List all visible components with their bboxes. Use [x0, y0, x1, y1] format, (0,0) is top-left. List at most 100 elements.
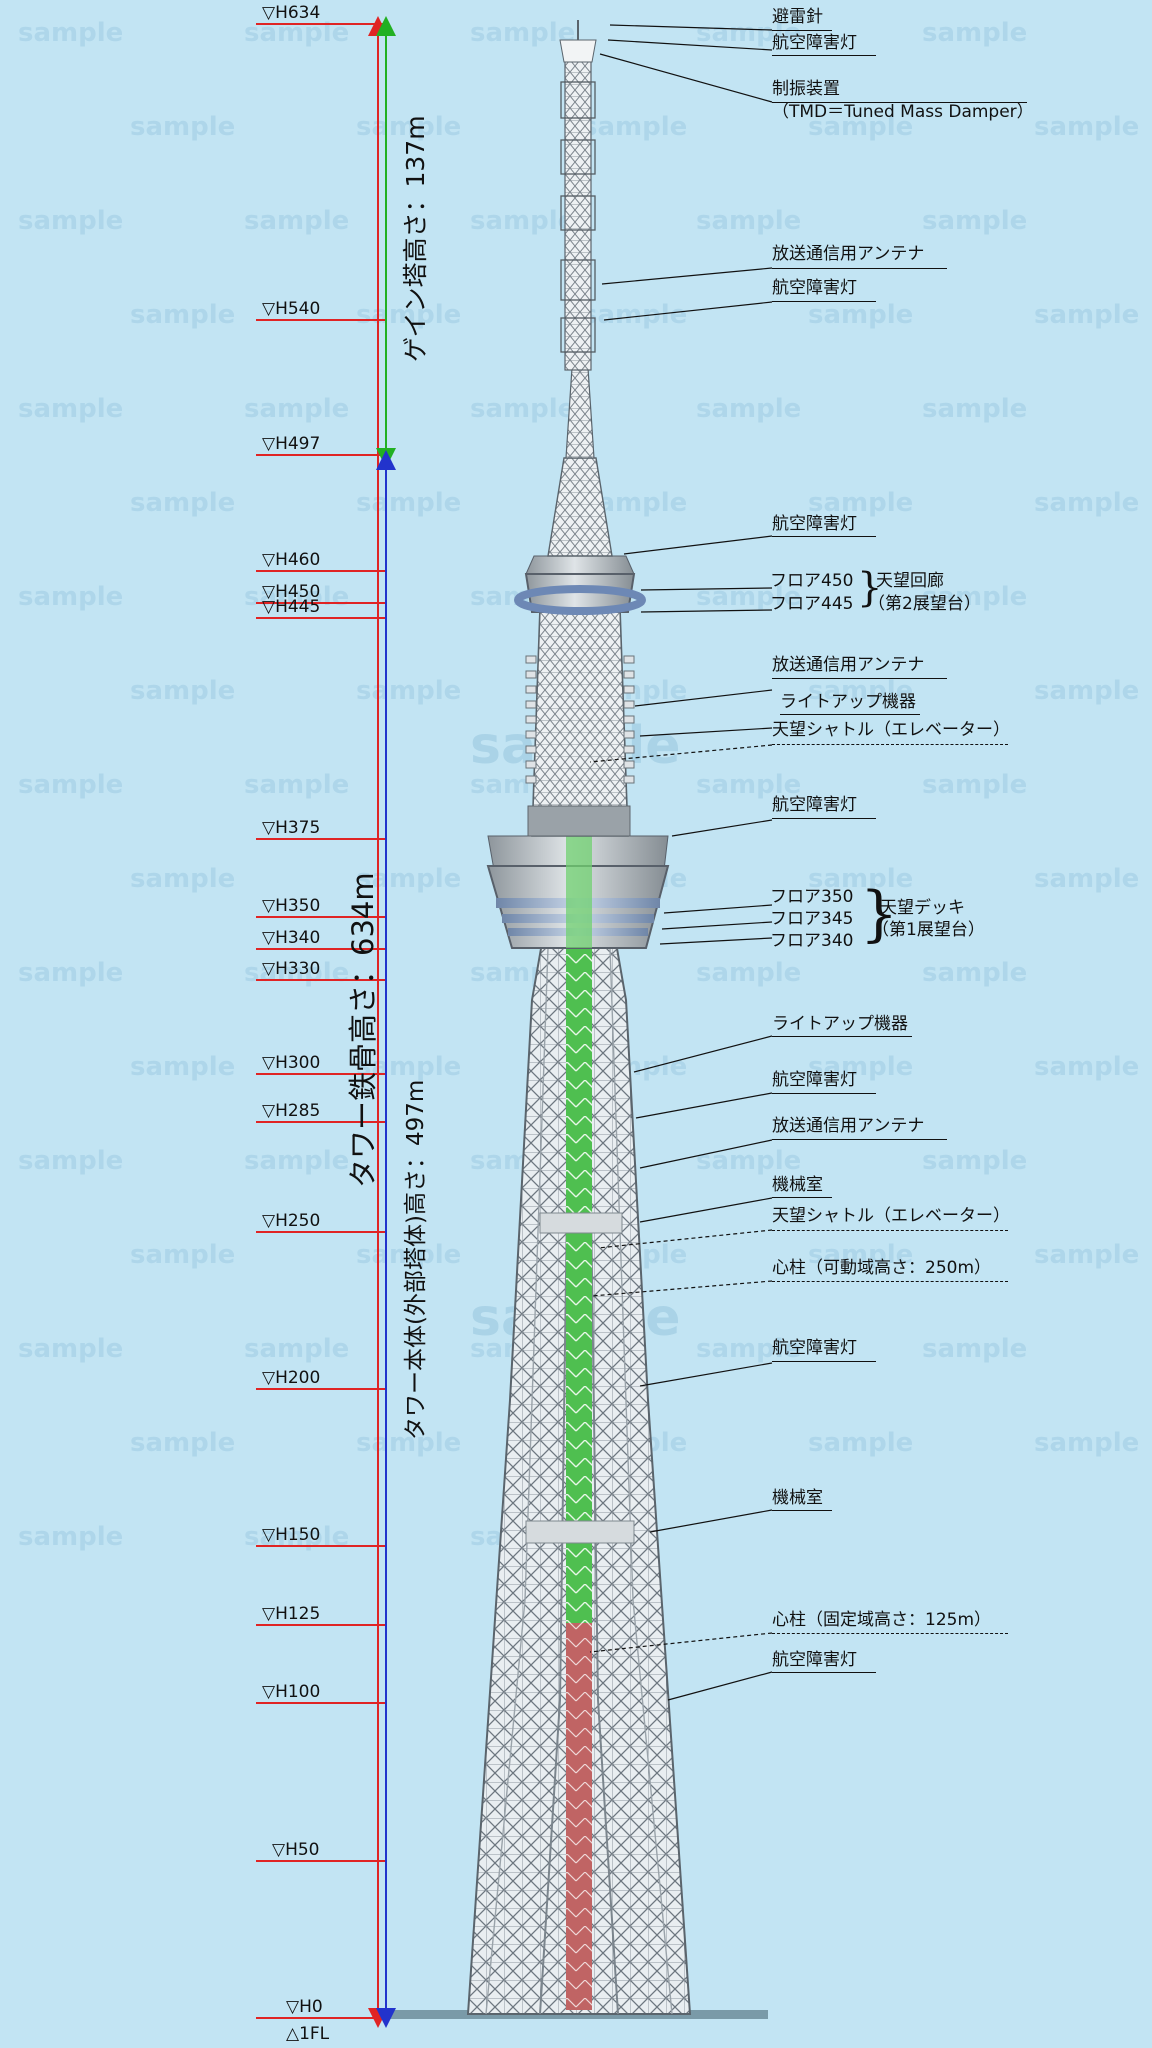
level-label: ▽H150: [262, 1525, 321, 1546]
callout-tembo-galleria: 天望回廊: [876, 571, 944, 591]
level-line: [256, 601, 386, 604]
lightup-fixtures: [525, 81, 635, 784]
lightup-fixture: [525, 715, 537, 724]
core-pillar-movable: [566, 868, 592, 1623]
level-label: ▽H634: [262, 3, 321, 23]
callout-floor445: フロア445: [770, 594, 854, 614]
callout-aviation-light-375: 航空障害灯: [772, 795, 857, 815]
level-line: [256, 947, 386, 950]
level-label: ▽H125: [262, 1603, 321, 1624]
callout-tembo-deck-sub: （第1展望台）: [872, 920, 985, 940]
level-label: ▽H100: [262, 1682, 321, 1703]
level-label: ▽H330: [262, 959, 321, 980]
level-label: ▽H445: [262, 597, 321, 618]
callout-shuttle-lower: 天望シャトル（エレベーター）: [772, 1206, 1010, 1226]
callout-tembo-deck: 天望デッキ: [880, 898, 965, 918]
callout-tmd: 制振装置: [772, 79, 840, 99]
lightup-fixture: [525, 775, 537, 784]
level-label: ▽H497: [262, 433, 321, 454]
level-label: ▽H375: [262, 817, 321, 838]
callout-floor340: フロア340: [770, 931, 854, 951]
level-label: ▽H540: [262, 298, 321, 319]
level-label: ▽H350: [262, 896, 321, 917]
callout-aviation-light-460: 航空障害灯: [772, 514, 857, 534]
callout-lightning-rod: 避雷針: [772, 7, 823, 27]
level-label: ▽H460: [262, 550, 321, 571]
ground-level-label: △1FL: [286, 2024, 330, 2044]
lightup-fixture: [525, 685, 537, 694]
core-pillar-fixed: [566, 1623, 592, 2010]
gain-tower-antenna-mast: [564, 57, 592, 371]
machine-room-upper: [539, 1212, 623, 1234]
callout-shuttle-upper: 天望シャトル（エレベーター）: [772, 720, 1010, 740]
lightup-fixture: [525, 745, 537, 754]
level-line: [256, 1120, 386, 1123]
level-label: ▽H200: [262, 1367, 321, 1388]
level-line: [256, 1230, 386, 1233]
level-line: [256, 1387, 386, 1390]
callout-machine-room-lower: 機械室: [772, 1488, 823, 1508]
lightup-fixture: [525, 670, 537, 679]
deck-brace: }: [860, 879, 899, 949]
tembo-galleria-roof: [525, 555, 635, 575]
callout-floor345: フロア345: [770, 909, 854, 929]
lightup-fixture: [623, 670, 635, 679]
level-line: [256, 2017, 386, 2019]
level-label: ▽H340: [262, 927, 321, 948]
level-label: ▽H300: [262, 1053, 321, 1074]
level-line: [256, 1623, 386, 1626]
lightup-fixture: [525, 730, 537, 739]
callout-aviation-light-100: 航空障害灯: [772, 1650, 857, 1670]
level-line: [256, 1545, 386, 1548]
callout-core-movable: 心柱（可動域高さ：250m）: [772, 1258, 992, 1278]
callout-aviation-light-top: 航空障害灯: [772, 33, 857, 53]
lightup-fixture: [623, 775, 635, 784]
callout-antenna-lower: 放送通信用アンテナ: [772, 1116, 925, 1136]
body-height-label: タワー本体(外部塔体)高さ：497m: [403, 1079, 429, 1440]
lightup-fixture: [525, 700, 537, 709]
callout-tembo-galleria-sub: （第2展望台）: [868, 594, 981, 614]
antenna-bay: [560, 317, 596, 353]
gain-height-label: ゲイン塔高さ：137m: [401, 115, 430, 362]
upper-tower-truss: [531, 607, 629, 837]
tembo-galleria-tube: [514, 585, 646, 615]
callout-aviation-light-gain: 航空障害灯: [772, 278, 857, 298]
callout-aviation-light-300: 航空障害灯: [772, 1070, 857, 1090]
callout-lightup-lower: ライトアップ機器: [772, 1014, 908, 1034]
level-line: [256, 1859, 386, 1862]
level-label: ▽H0: [286, 1997, 323, 2017]
level-line: [256, 617, 386, 620]
lightup-fixture: [525, 655, 537, 664]
level-line: [256, 318, 386, 321]
galleria-brace: }: [857, 565, 883, 611]
callout-tmd-detail: （TMD＝Tuned Mass Damper）: [772, 102, 1034, 122]
tmd-housing: [559, 39, 597, 63]
machine-room-lower: [525, 1520, 635, 1544]
tembo-deck-core: [566, 836, 592, 948]
total-height-label: タワー鉄骨高さ：634m: [346, 872, 380, 1188]
level-label: ▽H50: [272, 1839, 320, 1860]
lightup-fixture: [623, 760, 635, 769]
gain-tower-lower: [547, 457, 613, 557]
lightup-fixture: [623, 685, 635, 694]
callout-floor350: フロア350: [770, 887, 854, 907]
level-label: ▽H450: [262, 581, 321, 602]
level-line: [256, 1073, 386, 1076]
callout-antenna-upper: 放送通信用アンテナ: [772, 655, 925, 675]
level-line: [256, 837, 386, 840]
callout-floor450: フロア450: [770, 571, 854, 591]
level-line: [256, 453, 386, 456]
level-label: ▽H285: [262, 1100, 321, 1121]
antenna-bay: [560, 81, 596, 119]
antenna-bay: [560, 139, 596, 175]
antenna-bay: [560, 195, 596, 231]
level-line: [256, 570, 386, 573]
tower-secondary-legs: [485, 919, 673, 2015]
lightup-fixture: [623, 700, 635, 709]
lightup-fixture: [623, 655, 635, 664]
callout-lightup-upper: ライトアップ機器: [780, 692, 916, 712]
lightup-fixture: [623, 715, 635, 724]
level-line: [256, 979, 386, 982]
